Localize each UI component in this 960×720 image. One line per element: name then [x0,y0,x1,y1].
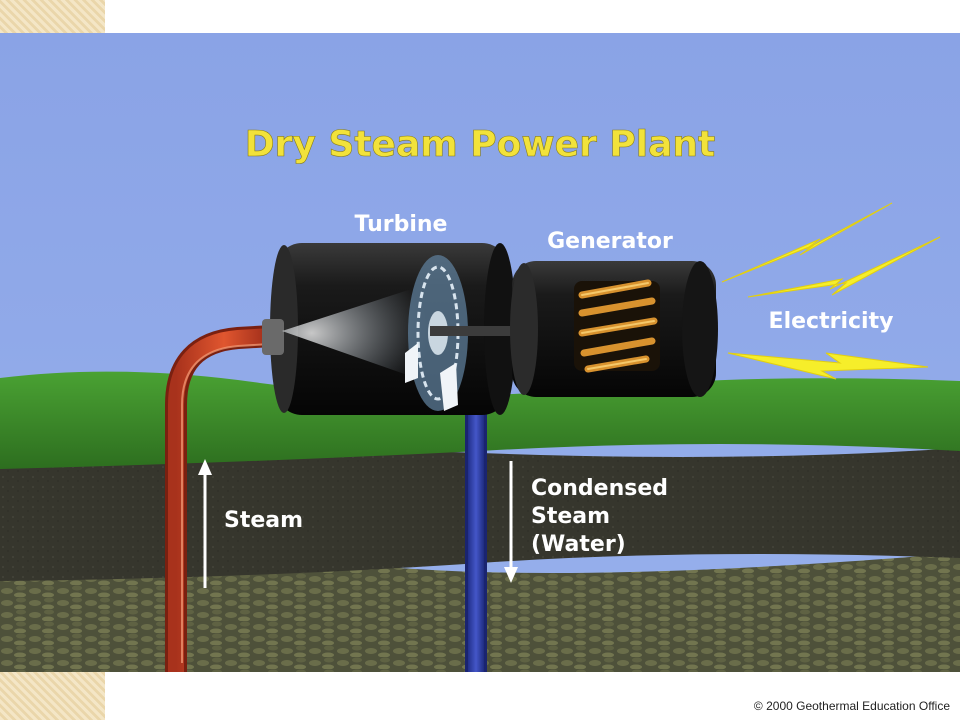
condensed-label-line1: Condensed [531,476,668,501]
diagram-scene: Dry Steam Power Plant Turbine Generator … [0,33,960,672]
electricity-label: Electricity [769,309,894,334]
generator-coil-icon [574,281,660,371]
diagram-title: Dry Steam Power Plant [245,124,715,165]
condensed-label-line2: Steam [531,504,610,529]
corner-decoration-bottom [0,672,105,720]
copyright-footer: © 2000 Geothermal Education Office [754,699,950,713]
steam-label: Steam [224,508,303,533]
turbine-label: Turbine [355,212,448,237]
diagram-svg: Dry Steam Power Plant Turbine Generator … [0,33,960,672]
condensed-label-line3: (Water) [531,532,626,557]
turbine-housing [262,243,530,415]
generator-label: Generator [547,229,673,254]
water-pipe [468,408,484,672]
corner-decoration-top [0,0,105,33]
generator-housing [510,261,718,397]
